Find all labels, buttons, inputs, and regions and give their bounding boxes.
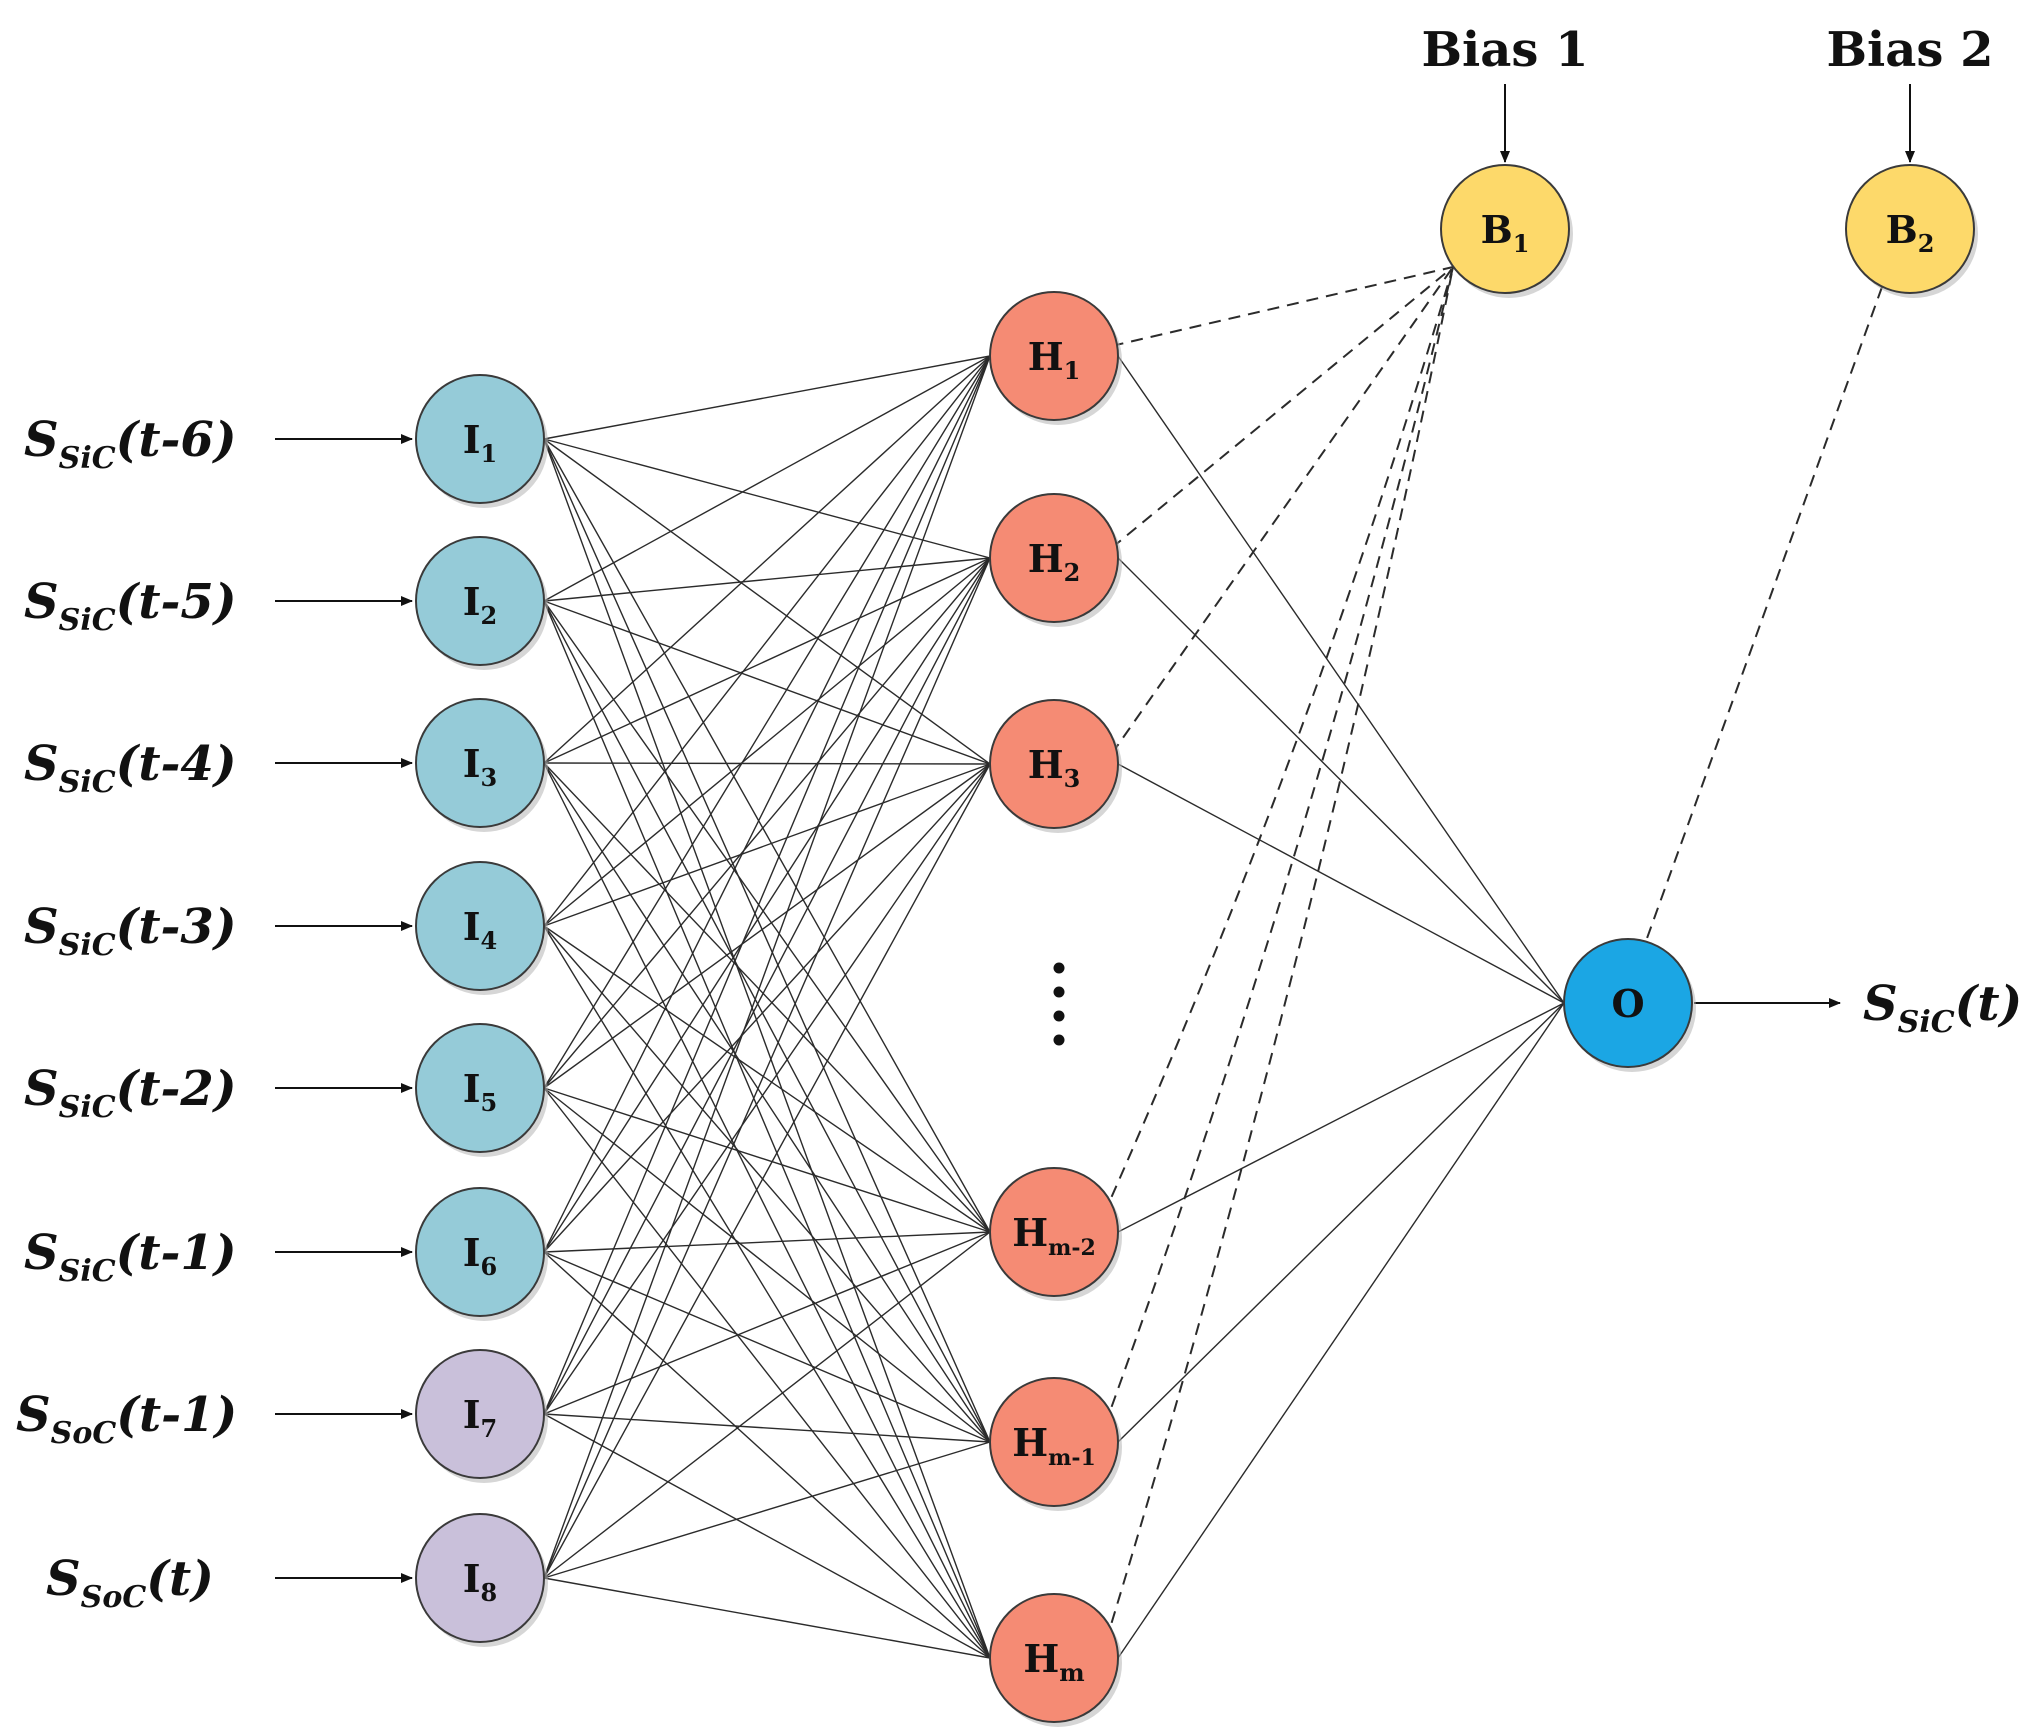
edge-I2-Hm xyxy=(544,601,990,1658)
edge-I6-Hm-2 xyxy=(544,1232,990,1252)
input-node-i5: I5 xyxy=(416,1024,548,1157)
edge-I8-Hm-2 xyxy=(544,1232,990,1578)
hidden-node-h2: H2 xyxy=(990,494,1122,627)
input-signal-label-i5: SSiC(t-2) xyxy=(24,1061,237,1125)
edge-I5-H1 xyxy=(544,356,990,1088)
edge-I6-H2 xyxy=(544,558,990,1252)
input-signal-label-i6: SSiC(t-1) xyxy=(24,1225,237,1289)
edge-I4-H1 xyxy=(544,356,990,926)
edge-I5-Hm-1 xyxy=(544,1088,990,1442)
edge-I4-Hm-1 xyxy=(544,926,990,1442)
edge-I1-H3 xyxy=(544,439,990,764)
edge-I6-H1 xyxy=(544,356,990,1252)
edge-I8-H1 xyxy=(544,356,990,1578)
input-node-i8: I8 xyxy=(416,1514,548,1647)
bias-edge-B1-Hm-1 xyxy=(1112,267,1453,1407)
input-node-i1: I1 xyxy=(416,375,548,508)
hidden-node-h1: H1 xyxy=(990,292,1122,425)
edge-I7-H2 xyxy=(544,558,990,1414)
edge-I5-Hm xyxy=(544,1088,990,1658)
edge-I7-Hm-1 xyxy=(544,1414,990,1442)
input-signal-label-i4: SSiC(t-3) xyxy=(24,899,237,963)
edge-Hm-1-O xyxy=(1118,1003,1564,1442)
output-node: O xyxy=(1564,939,1696,1072)
hidden-node-hm-1: Hm-1 xyxy=(990,1378,1122,1511)
edge-I4-H3 xyxy=(544,764,990,926)
edge-H3-O xyxy=(1118,764,1564,1003)
input-signal-label-i3: SSiC(t-4) xyxy=(24,736,237,800)
output-node-label: O xyxy=(1611,981,1644,1026)
input-node-i4: I4 xyxy=(416,862,548,995)
input-node-i3: I3 xyxy=(416,699,548,832)
edge-I8-Hm xyxy=(544,1578,990,1658)
hidden-node-hm-2: Hm-2 xyxy=(990,1168,1122,1301)
input-node-i7: I7 xyxy=(416,1350,548,1483)
edge-I7-Hm-2 xyxy=(544,1232,990,1414)
hidden-layer-ellipsis xyxy=(1054,963,1065,1046)
bias-edge-B1-H1 xyxy=(1112,267,1453,346)
edge-I7-Hm xyxy=(544,1414,990,1658)
bias-edge-B2-O xyxy=(1646,287,1882,941)
input-signal-label-i1: SSiC(t-6) xyxy=(24,412,237,476)
edge-I4-Hm-2 xyxy=(544,926,990,1232)
edge-I8-Hm-1 xyxy=(544,1442,990,1578)
edge-Hm-O xyxy=(1118,1003,1564,1658)
edge-I1-Hm xyxy=(544,439,990,1658)
edge-I8-H2 xyxy=(544,558,990,1578)
edge-I3-Hm-2 xyxy=(544,763,990,1232)
edge-I6-Hm-1 xyxy=(544,1252,990,1442)
edge-I1-H1 xyxy=(544,356,990,439)
edge-I3-Hm-1 xyxy=(544,763,990,1442)
edge-I1-Hm-2 xyxy=(544,439,990,1232)
edge-I3-H1 xyxy=(544,356,990,763)
output-signal-label: SSiC(t) xyxy=(1863,976,2022,1040)
edge-I5-H3 xyxy=(544,764,990,1088)
hidden-node-h3: H3 xyxy=(990,700,1122,833)
input-signal-label-i8: SSoC(t) xyxy=(46,1551,214,1615)
bias-edge-B1-H2 xyxy=(1112,267,1453,548)
input-signal-label-i7: SSoC(t-1) xyxy=(16,1387,237,1451)
bias-label-2: Bias 2 xyxy=(1826,22,1993,78)
edge-I4-H2 xyxy=(544,558,990,926)
edge-H1-O xyxy=(1118,356,1564,1003)
network-nodes: I1I2I3I4I5I6I7I8 H1H2H3Hm-2Hm-1Hm B1 B2O xyxy=(416,165,1978,1727)
edge-H2-O xyxy=(1118,558,1564,1003)
bias-label-1: Bias 1 xyxy=(1421,22,1588,78)
hidden-node-hm: Hm xyxy=(990,1594,1122,1727)
edge-I2-Hm-2 xyxy=(544,601,990,1232)
bias-node-b1: B1 xyxy=(1441,165,1573,298)
input-node-i6: I6 xyxy=(416,1188,548,1321)
connection-lines xyxy=(544,267,1882,1658)
edge-I3-H3 xyxy=(544,763,990,764)
edge-I2-H3 xyxy=(544,601,990,764)
input-node-i2: I2 xyxy=(416,537,548,670)
input-signal-label-i2: SSiC(t-5) xyxy=(24,574,237,638)
bias-node-b2: B2 xyxy=(1846,165,1978,298)
